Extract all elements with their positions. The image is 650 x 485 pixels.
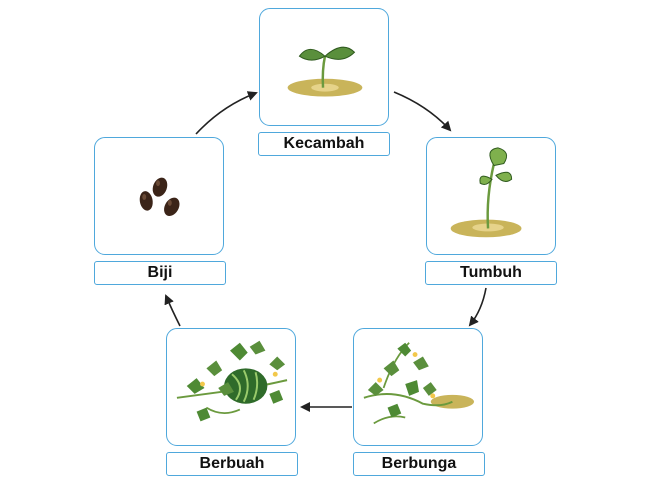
stage-label-berbuah: Berbuah (166, 452, 298, 476)
arrow-biji-to-kecambah (195, 91, 258, 135)
young-plant-icon (450, 147, 522, 238)
stage-card-tumbuh (426, 137, 556, 255)
seeds-icon (139, 177, 180, 216)
stage-card-biji (94, 137, 224, 255)
stage-card-berbuah (166, 328, 296, 446)
stage-label-kecambah: Kecambah (258, 132, 390, 156)
stage-label-berbunga: Berbunga (353, 452, 485, 476)
arrow-berbuah-to-biji (164, 294, 181, 327)
arrow-tumbuh-to-berbunga (468, 287, 487, 327)
stage-label-biji: Biji (94, 261, 226, 285)
stage-card-kecambah (259, 8, 389, 126)
watermelon-vine-icon (176, 340, 288, 422)
sprout-icon (287, 46, 363, 97)
arrow-kecambah-to-tumbuh (393, 91, 452, 132)
flowering-vine-icon (363, 342, 475, 425)
stage-label-tumbuh: Tumbuh (425, 261, 557, 285)
stage-card-berbunga (353, 328, 483, 446)
